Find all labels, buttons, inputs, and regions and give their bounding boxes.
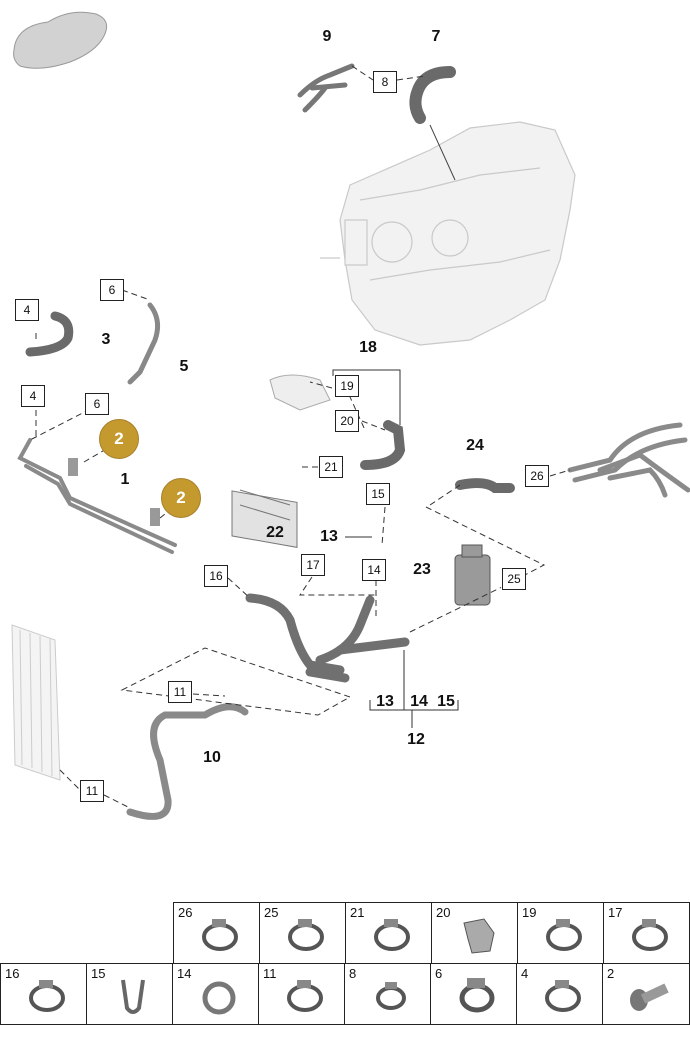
part-number: 16 — [5, 966, 20, 981]
hose-clamp-icon — [287, 980, 323, 1012]
callout-24[interactable]: 24 — [466, 437, 484, 454]
parts-cell-20[interactable]: 20 — [431, 902, 518, 964]
retaining-clip-icon — [121, 979, 145, 1014]
hose-clamp-icon — [632, 919, 668, 951]
engine-illustration — [320, 121, 576, 346]
hose-clamp-icon — [202, 919, 238, 951]
callout-16[interactable]: 16 — [204, 565, 228, 587]
callout-11-lower[interactable]: 11 — [80, 780, 104, 802]
hose-clamp-icon — [374, 919, 410, 951]
callout-14-group[interactable]: 14 — [410, 693, 428, 710]
diagram-artwork — [11, 11, 690, 820]
callout-25[interactable]: 25 — [502, 568, 526, 590]
parts-cell-17[interactable]: 17 — [603, 902, 690, 964]
parts-cell-8[interactable]: 8 — [344, 963, 431, 1025]
callout-9[interactable]: 9 — [322, 28, 332, 45]
callout-7[interactable]: 7 — [431, 28, 441, 45]
callout-5[interactable]: 5 — [179, 358, 189, 375]
parts-cell-4[interactable]: 4 — [516, 963, 603, 1025]
callout-6[interactable]: 6 — [100, 279, 124, 301]
radiator-illustration — [11, 624, 61, 781]
callout-20[interactable]: 20 — [335, 410, 359, 432]
part-number: 2 — [607, 966, 615, 981]
callout-14[interactable]: 14 — [362, 559, 386, 581]
parts-cell-15[interactable]: 15 — [86, 963, 173, 1025]
callout-17[interactable]: 17 — [301, 554, 325, 576]
callout-23[interactable]: 23 — [413, 561, 431, 578]
car-silhouette-icon — [13, 11, 108, 69]
parts-cell-26[interactable]: 26 — [173, 902, 260, 964]
expansion-tank-part — [269, 374, 331, 411]
parts-cell-16[interactable]: 16 — [0, 963, 87, 1025]
fastener-parts-table: 26 25 21 20 19 17 16 15 14 11 8 — [0, 902, 690, 1026]
hose-clamp-icon — [546, 919, 582, 951]
parts-cell-21[interactable]: 21 — [345, 902, 432, 964]
callout-22[interactable]: 22 — [266, 524, 284, 541]
pipes-26 — [567, 422, 690, 498]
parts-cell-14[interactable]: 14 — [172, 963, 259, 1025]
part-number: 15 — [91, 966, 106, 981]
callout-13[interactable]: 13 — [320, 528, 338, 545]
badge-2[interactable]: 2 — [99, 419, 139, 459]
hose-3 — [25, 311, 74, 357]
hose-clamp-icon — [376, 982, 406, 1010]
exploded-parts-diagram: 9 7 8 4 3 6 5 4 6 2 1 2 18 19 20 21 22 1… — [11, 11, 690, 820]
part-number: 21 — [350, 905, 365, 920]
valve-23 — [454, 544, 491, 606]
callout-11[interactable]: 11 — [168, 681, 192, 703]
hose-clamp-icon — [288, 919, 324, 951]
hose-assembly-12 — [245, 593, 410, 683]
o-ring-icon — [202, 981, 236, 1015]
callout-1[interactable]: 1 — [120, 471, 130, 488]
parts-cell-11[interactable]: 11 — [258, 963, 345, 1025]
part-number: 4 — [521, 966, 529, 981]
callout-6-lower[interactable]: 6 — [85, 393, 109, 415]
callout-21[interactable]: 21 — [319, 456, 343, 478]
callout-26[interactable]: 26 — [525, 465, 549, 487]
part-number: 11 — [263, 966, 277, 981]
callout-19[interactable]: 19 — [335, 375, 359, 397]
hose-10 — [126, 703, 249, 820]
hose-21 — [360, 420, 406, 470]
part-number: 6 — [435, 966, 443, 981]
group-brackets — [332, 369, 459, 728]
parts-cell-25[interactable]: 25 — [259, 902, 346, 964]
oil-cooler-22 — [231, 489, 298, 548]
callout-12[interactable]: 12 — [407, 731, 425, 748]
hose-7 — [409, 66, 456, 124]
hose-clamp-icon — [459, 978, 495, 1013]
parts-cell-2[interactable]: 2 — [602, 963, 690, 1025]
bracket-clip-icon — [463, 918, 495, 954]
part-number: 19 — [522, 905, 537, 920]
callout-13-group[interactable]: 13 — [376, 693, 394, 710]
part-number: 8 — [349, 966, 357, 981]
callout-15-group[interactable]: 15 — [437, 693, 455, 710]
hose-clamp-icon — [29, 980, 65, 1012]
callout-4[interactable]: 4 — [15, 299, 39, 321]
part-number: 14 — [177, 966, 192, 981]
hose-24 — [455, 478, 515, 493]
hose-9 — [297, 63, 355, 113]
callout-8[interactable]: 8 — [373, 71, 397, 93]
pipe-5 — [127, 302, 161, 385]
parts-cell-19[interactable]: 19 — [517, 902, 604, 964]
bolt-icon — [630, 983, 669, 1011]
parts-cell-6[interactable]: 6 — [430, 963, 517, 1025]
part-number: 20 — [436, 905, 451, 920]
hose-clamp-icon — [545, 980, 581, 1012]
part-number: 17 — [608, 905, 623, 920]
callout-10[interactable]: 10 — [203, 749, 221, 766]
badge-2-second[interactable]: 2 — [161, 478, 201, 518]
callout-4-lower[interactable]: 4 — [21, 385, 45, 407]
part-number: 26 — [178, 905, 193, 920]
callout-18[interactable]: 18 — [359, 339, 377, 356]
callout-3[interactable]: 3 — [101, 331, 111, 348]
part-number: 25 — [264, 905, 279, 920]
callout-15[interactable]: 15 — [366, 483, 390, 505]
pipe-1 — [17, 438, 177, 554]
